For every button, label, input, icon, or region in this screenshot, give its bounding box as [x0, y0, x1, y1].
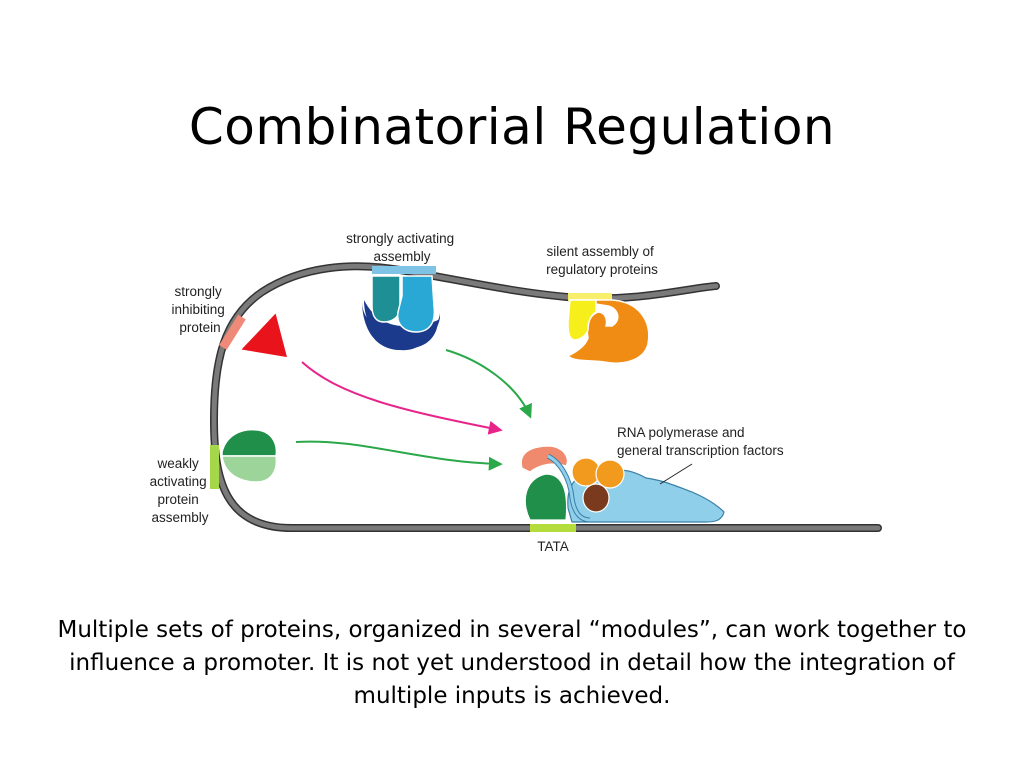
tata-site: [530, 524, 576, 532]
arrow-strong-activator-to-polymerase: [445, 349, 532, 419]
label-weakly-activating: weakly activating protein assembly: [150, 456, 211, 525]
label-strongly-activating: strongly activating assembly: [346, 231, 458, 264]
label-strongly-inhibiting: strongly inhibiting protein: [171, 284, 228, 335]
slide-caption: Multiple sets of proteins, organized in …: [57, 617, 967, 709]
inhibitor-binding-site: [219, 314, 246, 350]
strong-activator-binding-site: [372, 266, 436, 274]
label-rna-polymerase: RNA polymerase and general transcription…: [617, 425, 784, 458]
label-tata: TATA: [537, 539, 569, 554]
weakly-activating-assembly: [221, 428, 278, 483]
silent-assembly: [566, 299, 650, 364]
arrow-inhibitor-to-polymerase: [301, 361, 503, 435]
combinatorial-regulation-diagram: strongly activating assembly silent asse…: [150, 231, 882, 554]
arrow-weak-activator-to-polymerase: [295, 440, 503, 471]
strongly-inhibiting-protein: [238, 310, 290, 359]
label-silent-assembly: silent assembly of regulatory proteins: [546, 244, 658, 277]
rna-polymerase-complex: [520, 445, 725, 523]
slide-title: Combinatorial Regulation: [188, 98, 836, 156]
strongly-activating-assembly: [362, 275, 440, 351]
silent-assembly-binding-site: [568, 293, 612, 301]
weak-activator-binding-site: [210, 445, 219, 489]
